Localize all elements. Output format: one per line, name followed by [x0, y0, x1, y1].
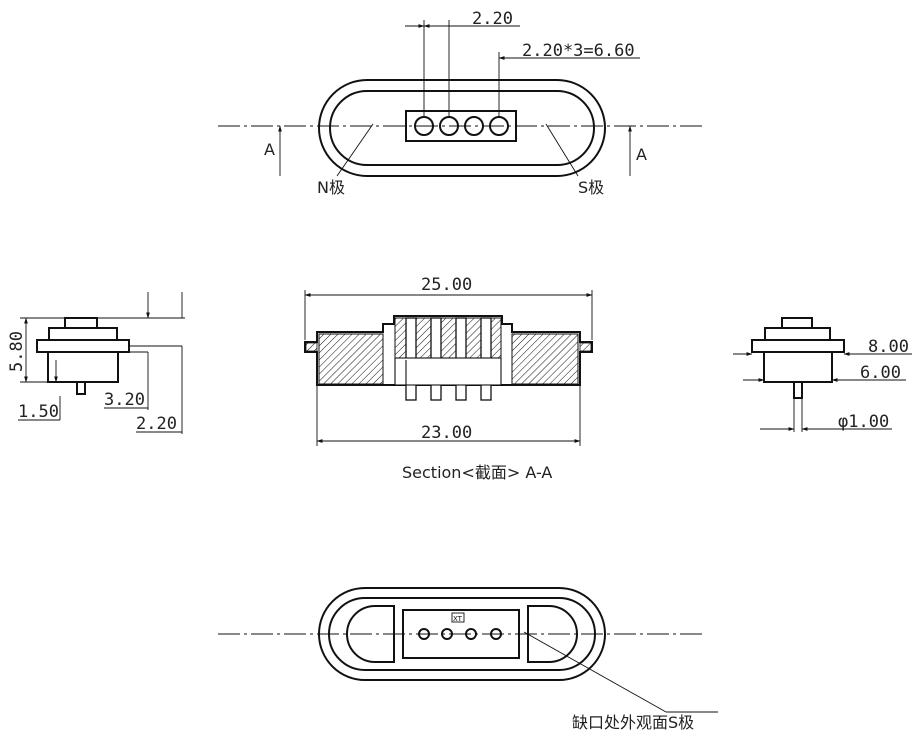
dim-top-pitch: 2.20 — [472, 9, 513, 29]
section-hatch-tab-left — [305, 342, 318, 352]
bottom-notch-left — [346, 605, 395, 663]
bottom-pin-housing — [402, 609, 520, 659]
section-view: 25.00 23.00 Section<截面> A-A — [304, 275, 593, 482]
section-pin-base — [394, 357, 502, 386]
s-leader — [545, 123, 579, 177]
dim-pin-text: φ1.00 — [838, 412, 889, 432]
top-pin-housing — [405, 110, 517, 142]
dim-150-text: 1.50 — [18, 402, 59, 422]
dim-top-total: 2.20*3=6.60 — [522, 41, 635, 61]
section-hatch-right — [511, 333, 579, 385]
bottom-inner-shell — [328, 597, 596, 671]
bottom-notch-right — [527, 605, 578, 663]
notch-note: 缺口处外观面S极 — [572, 713, 694, 732]
dim-220-text: 2.20 — [136, 414, 177, 434]
bottom-pin-3 — [465, 628, 477, 640]
n-leader — [336, 123, 374, 177]
right-pin — [793, 381, 803, 399]
top-view: 2.20 2.20*3=6.60 N极 S极 A A — [218, 9, 705, 197]
notch-leader — [523, 631, 667, 713]
right-top-cap — [781, 317, 813, 329]
bottom-view: XT 缺口处外观面S极 — [218, 587, 718, 732]
left-pin — [76, 381, 86, 395]
logo-mark: XT — [453, 615, 463, 623]
bottom-pin-4 — [490, 628, 502, 640]
left-upper-body — [48, 327, 118, 341]
s-pole-label: S极 — [578, 178, 604, 197]
right-side-view: 8.00 6.00 φ1.00 — [733, 317, 912, 432]
dim-23-text: 23.00 — [421, 423, 472, 443]
n-pole-label: N极 — [317, 178, 345, 197]
right-flange — [751, 339, 845, 353]
dim-320-text: 3.20 — [104, 390, 145, 410]
bottom-outer-shell — [318, 587, 606, 681]
left-lower-body — [47, 351, 119, 383]
left-top-cap — [64, 317, 98, 329]
bottom-pin-2 — [441, 628, 453, 640]
right-upper-body — [764, 327, 831, 341]
top-pin-3 — [464, 116, 484, 136]
left-side-view: 5.80 1.50 3.20 2.20 — [7, 292, 185, 434]
logo-mark-box — [451, 612, 465, 623]
dim-25-text: 25.00 — [421, 275, 472, 295]
section-hatch-left — [318, 333, 384, 385]
section-caption: Section<截面> A-A — [402, 463, 552, 482]
dim-800-text: 8.00 — [868, 337, 909, 357]
dim-580-text: 5.80 — [7, 331, 27, 372]
top-inner-shell — [329, 90, 595, 166]
right-lower-body — [763, 351, 833, 383]
section-label-right: A — [636, 145, 647, 164]
bottom-pin-1 — [418, 628, 430, 640]
left-flange — [36, 339, 130, 353]
section-label-left: A — [264, 140, 275, 159]
top-outer-shell — [318, 79, 606, 177]
dim-600-text: 6.00 — [860, 363, 901, 383]
section-hatch-tab-right — [579, 342, 592, 352]
